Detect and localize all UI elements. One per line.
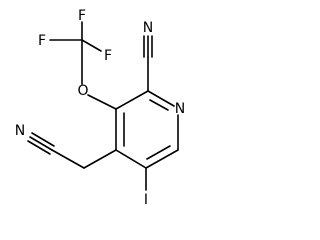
atom-o: O: [77, 83, 88, 99]
bond-c2-n: [147, 90, 175, 107]
atom-n-nitrile-left: N: [15, 123, 25, 139]
atom-i: I: [144, 192, 148, 208]
bond-ch2-c: [51, 149, 85, 169]
atom-f2: F: [38, 33, 46, 49]
pyridine-ring: [115, 90, 179, 169]
atom-f3: F: [104, 48, 112, 64]
bond-c3-o: [87, 94, 117, 110]
trifluoromethoxy-group: [49, 21, 117, 110]
atom-f1: F: [78, 8, 86, 24]
triple-b: [29, 136, 53, 151]
bond-c5-c4: [115, 149, 147, 169]
bond-c4-ch2: [83, 149, 117, 169]
atom-n-nitrile-top: N: [143, 20, 153, 36]
bond-cf3-f-right: [81, 39, 102, 52]
chemical-structure: F F F O N N N I: [15, 8, 185, 208]
bond-c6-c5: [145, 149, 179, 169]
atom-n-ring: N: [175, 101, 185, 117]
bond-c6-c5-inner: [146, 145, 171, 160]
nitrile-top: [143, 35, 153, 92]
triple-a: [27, 140, 51, 155]
atom-labels: F F F O N N N I: [15, 8, 185, 208]
cyanomethyl-group: [27, 132, 117, 169]
bond-c2-c3: [115, 90, 149, 110]
bond-c2-n-inner: [149, 99, 169, 111]
triple-c: [31, 132, 55, 147]
